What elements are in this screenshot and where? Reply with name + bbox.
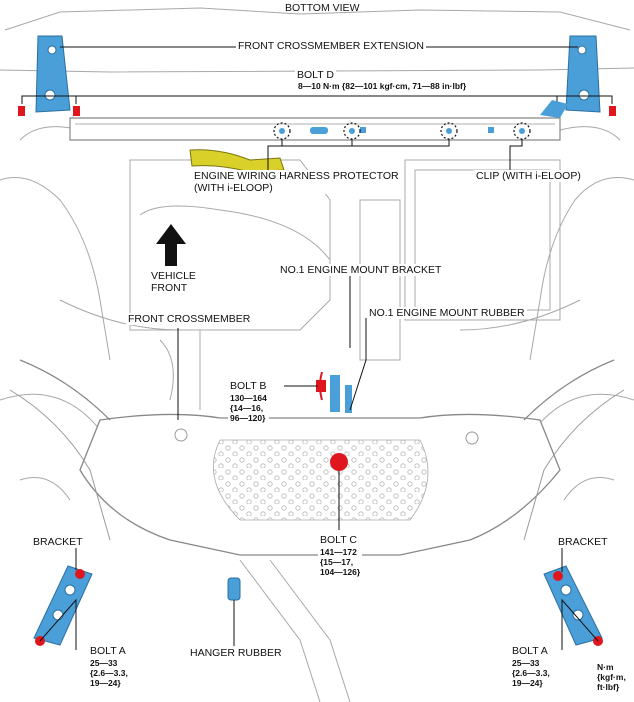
- front-bar: [69, 117, 561, 141]
- bolt-c-spec-line: {15—17,: [320, 556, 354, 567]
- no1-engine-mount: [316, 371, 352, 413]
- harness-protector-line2: (WITH i-ELOOP): [194, 182, 273, 195]
- bolt-a-right-spec-line: 19—24}: [512, 677, 543, 688]
- label-engine-wiring-harness-protector: ENGINE WIRING HARNESS PROTECTOR (WITH i-…: [192, 170, 401, 195]
- label-bolt-b: BOLT B: [228, 380, 269, 393]
- lower-leaders: [39, 548, 599, 650]
- label-bolt-a-left: BOLT A: [88, 645, 128, 658]
- hanger-rubber: [227, 577, 241, 601]
- label-bolt-c: BOLT C: [318, 534, 359, 547]
- bolt-b-spec-line: 96—120}: [230, 412, 266, 423]
- engine-bay-linework: [0, 7, 634, 702]
- label-hanger-rubber: HANGER RUBBER: [188, 647, 284, 660]
- bolt-c-spec-line: 104—126}: [320, 566, 361, 577]
- bolt-c-spec-line: 141—172: [320, 547, 357, 557]
- unit-legend-line: ft·lbf}: [597, 681, 620, 692]
- bolt-a-right-spec-line: 25—33: [512, 658, 540, 668]
- label-front-crossmember: FRONT CROSSMEMBER: [126, 313, 253, 326]
- bolt-d-spec: 8—10 N·m {82—101 kgf·cm, 71—88 in·lbf}: [296, 81, 469, 92]
- clip-centers: [279, 128, 525, 134]
- bolt-b-spec-line: {14—16,: [230, 402, 264, 413]
- label-bracket-right: BRACKET: [556, 536, 610, 549]
- bolt-c-spec: 141—172 {15—17, 104—126}: [318, 547, 363, 578]
- vehicle-front-arrow: [156, 224, 186, 266]
- bolt-a-left-spec-line: 19—24}: [90, 677, 121, 688]
- unit-legend-line: {kgf·m,: [597, 671, 626, 682]
- front-crossmember: [9, 359, 625, 556]
- vehicle-front-line1: VEHICLE: [151, 270, 196, 282]
- center-leaders: [177, 276, 367, 530]
- label-no1-engine-mount-rubber: NO.1 ENGINE MOUNT RUBBER: [367, 307, 527, 320]
- unit-legend-line: N·m: [597, 662, 614, 672]
- bolt-a-right-spec: 25—33 {2.6—3.3, 19—24}: [510, 658, 552, 689]
- label-clip: CLIP (WITH i-ELOOP): [474, 170, 583, 183]
- label-no1-engine-mount-bracket: NO.1 ENGINE MOUNT BRACKET: [278, 264, 444, 277]
- bolt-b-spec-line: 130—164: [230, 393, 267, 403]
- bolt-c-marker: [330, 453, 348, 471]
- clip-leaders: [267, 139, 523, 170]
- label-bolt-d: BOLT D: [295, 69, 336, 82]
- unit-legend: N·m {kgf·m, ft·lbf}: [595, 662, 628, 693]
- vehicle-front-line2: FRONT: [151, 282, 188, 295]
- bolt-a-right-spec-line: {2.6—3.3,: [512, 667, 550, 678]
- bolt-a-left-spec: 25—33 {2.6—3.3, 19—24}: [88, 658, 130, 689]
- label-bracket-left: BRACKET: [31, 536, 85, 549]
- bolt-a-left-spec-line: {2.6—3.3,: [90, 667, 128, 678]
- bolt-d-leader: [21, 95, 613, 104]
- diagram-title: BOTTOM VIEW: [285, 2, 360, 14]
- front-crossmember-extension-right: [565, 35, 601, 113]
- harness-protector-line1: ENGINE WIRING HARNESS PROTECTOR: [194, 170, 399, 182]
- label-front-crossmember-extension: FRONT CROSSMEMBER EXTENSION: [236, 40, 426, 53]
- bolt-b-spec: 130—164 {14—16, 96—120}: [228, 393, 269, 424]
- bracket-left: [33, 565, 93, 646]
- label-vehicle-front: VEHICLE FRONT: [149, 270, 198, 295]
- bolt-d-markers: [18, 106, 616, 116]
- bracket-right: [543, 565, 603, 646]
- bolt-a-left-spec-line: 25—33: [90, 658, 118, 668]
- front-crossmember-extension-left: [35, 35, 71, 113]
- label-bolt-a-right: BOLT A: [510, 645, 550, 658]
